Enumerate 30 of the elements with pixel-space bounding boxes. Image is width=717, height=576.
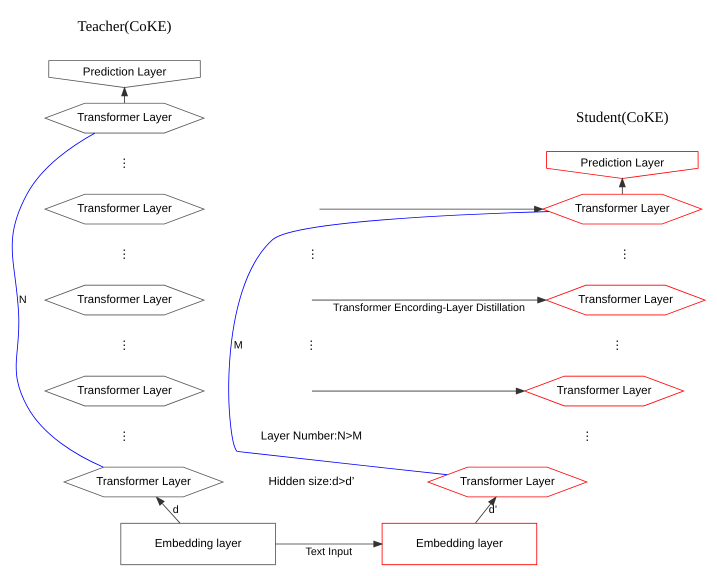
arrow: [319, 205, 544, 212]
label: ⋮: [618, 248, 631, 260]
node-box: Embedding layer: [120, 522, 276, 565]
edge-label: d: [172, 503, 179, 516]
arrow: [275, 540, 384, 547]
edge-label: N: [18, 293, 27, 306]
label: Teacher(CoKE): [78, 18, 172, 34]
edge-label: d’: [488, 503, 498, 516]
arrow: [312, 296, 548, 304]
label: Hidden size:d>d’: [268, 476, 354, 488]
label: ⋮: [118, 430, 131, 442]
label: Student(CoKE): [576, 109, 669, 126]
arrow: [474, 496, 497, 523]
label: ⋮: [118, 248, 131, 260]
arrow: [121, 86, 128, 104]
label: ⋮: [582, 430, 594, 442]
arrow: [312, 387, 526, 394]
label: ⋮: [118, 157, 131, 170]
label: ⋮: [305, 339, 318, 352]
connector: [228, 210, 550, 475]
connector: [12, 132, 104, 468]
label: ⋮: [118, 339, 131, 352]
edge-label: Transformer Encording-Layer Distillation: [332, 302, 525, 314]
label: ⋮: [611, 339, 624, 352]
edge-label: Text Input: [305, 546, 352, 558]
edge-label: M: [234, 338, 243, 351]
label: Layer Number:N>M: [260, 430, 362, 442]
label: ⋮: [307, 248, 320, 260]
arrow: [156, 496, 180, 523]
node-box: Embedding layer: [382, 522, 538, 565]
